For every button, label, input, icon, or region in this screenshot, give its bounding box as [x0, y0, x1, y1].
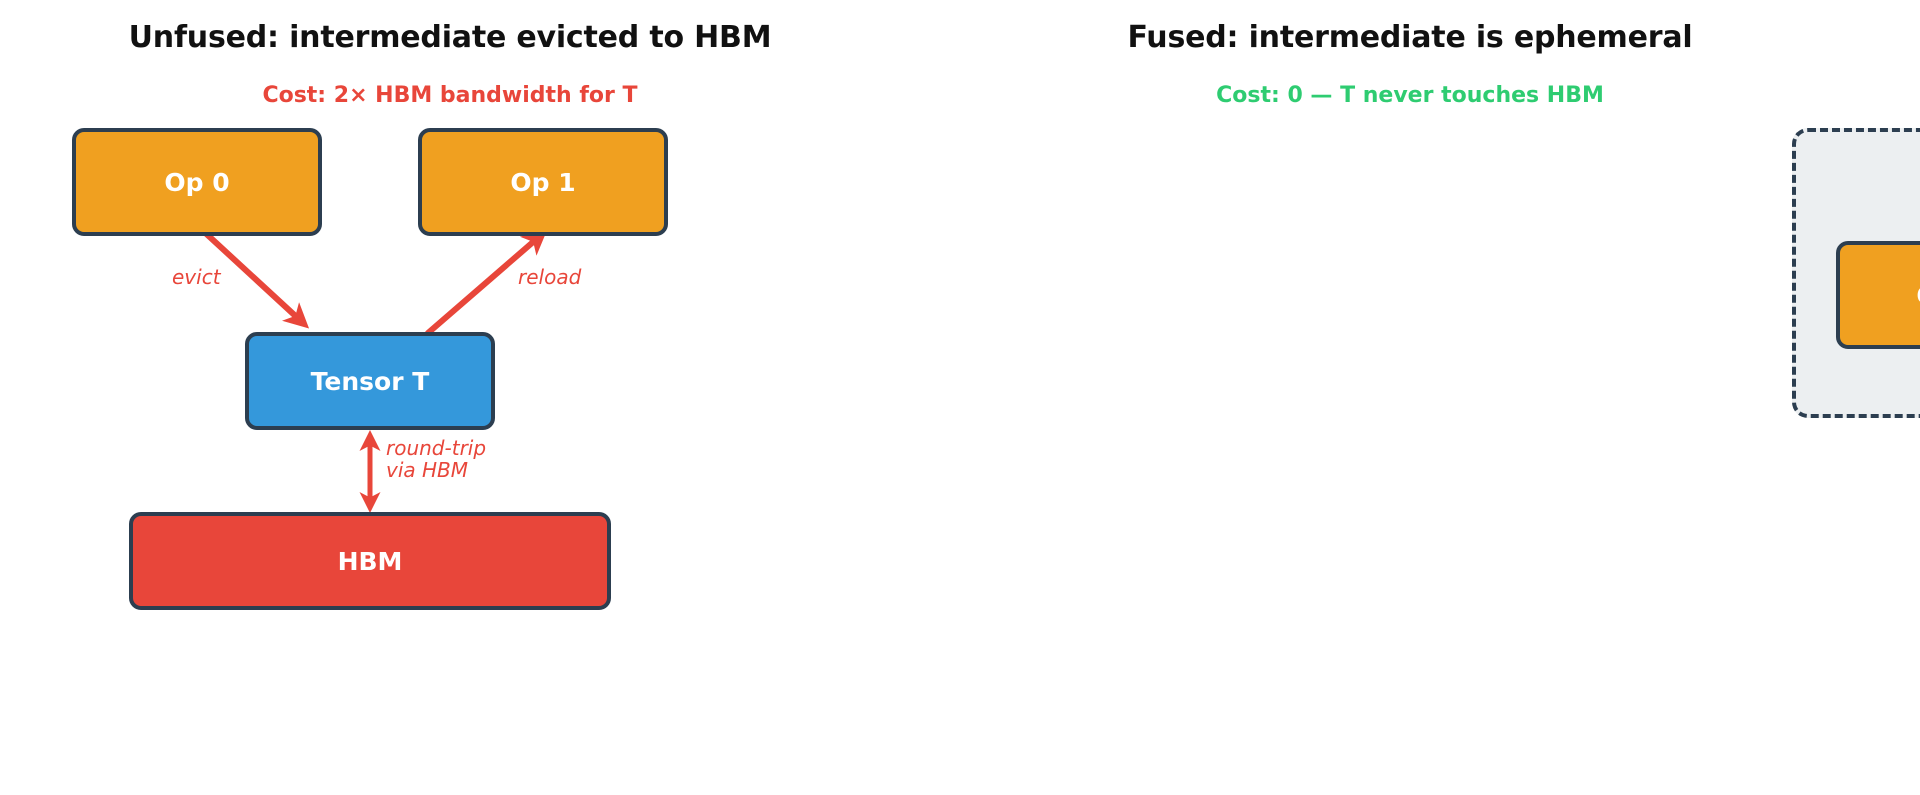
fused-subgraph-label: Fused Subgraph [1796, 154, 1920, 180]
node-op0-fused-label: Op 0 [1916, 281, 1920, 310]
node-op1-unfused[interactable]: Op 1 [418, 128, 668, 236]
edge-label-roundtrip: round-trip via HBM [386, 436, 487, 483]
panel-fused-subtitle: Cost: 0 — T never touches HBM [1216, 83, 1604, 108]
node-op1-unfused-label: Op 1 [510, 167, 576, 197]
panel-unfused-subtitle: Cost: 2× HBM bandwidth for T [262, 83, 638, 108]
node-op0-unfused-label: Op 0 [164, 167, 230, 197]
edge-label-reload: reload [518, 265, 582, 289]
panel-unfused: Unfused: intermediate evicted to HBM Cos… [0, 0, 900, 795]
panel-unfused-title: Unfused: intermediate evicted to HBM [128, 20, 772, 55]
node-tensor-t[interactable]: Tensor T [245, 332, 495, 430]
node-op0-fused[interactable]: Op 0 [1836, 241, 1920, 349]
panel-fused: Fused: intermediate is ephemeral Cost: 0… [900, 0, 1920, 795]
panel-fused-title: Fused: intermediate is ephemeral [1127, 20, 1693, 55]
node-hbm-label: HBM [337, 546, 403, 576]
edge-label-evict: evict [172, 265, 221, 289]
node-hbm[interactable]: HBM [129, 512, 611, 610]
node-op0-unfused[interactable]: Op 0 [72, 128, 322, 236]
node-tensor-t-label: Tensor T [310, 366, 430, 396]
